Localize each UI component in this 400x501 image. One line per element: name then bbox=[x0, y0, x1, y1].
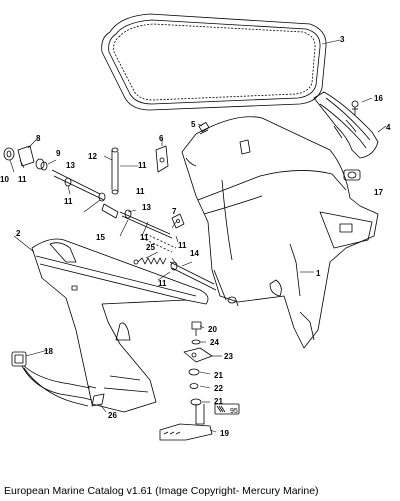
callout-18: 18 bbox=[44, 347, 53, 356]
callout-24: 24 bbox=[210, 338, 219, 347]
callout-5: 5 bbox=[191, 120, 196, 129]
upper-cowl-part bbox=[181, 116, 379, 349]
image-caption: European Marine Catalog v1.61 (Image Cop… bbox=[4, 485, 319, 497]
callout-15: 15 bbox=[96, 233, 105, 242]
screw-5-part bbox=[198, 122, 210, 135]
callout-16: 16 bbox=[374, 94, 383, 103]
callout-labels: 1 2 3 4 5 6 7 8 9 10 11 11 11 11 11 11 1… bbox=[0, 35, 391, 438]
callout-21: 21 bbox=[214, 397, 223, 406]
callout-12: 12 bbox=[88, 152, 97, 161]
callout-25: 25 bbox=[146, 243, 155, 252]
callout-19: 19 bbox=[220, 429, 229, 438]
callout-13: 13 bbox=[66, 161, 75, 170]
callout-14: 14 bbox=[190, 249, 199, 258]
callout-20: 20 bbox=[208, 325, 217, 334]
latch-plate-6-part bbox=[155, 145, 169, 173]
clip-7-part bbox=[171, 213, 185, 229]
spring-25-part bbox=[133, 233, 177, 265]
callout-11: 11 bbox=[136, 187, 145, 196]
callout-17: 17 bbox=[374, 188, 383, 197]
rod-14-part bbox=[169, 261, 217, 291]
lever-19-part bbox=[159, 403, 240, 441]
callout-10: 10 bbox=[0, 175, 9, 184]
callout-11: 11 bbox=[158, 279, 167, 288]
harness-18-part bbox=[11, 351, 97, 407]
callout-11: 11 bbox=[64, 197, 73, 206]
exploded-parts-diagram: 1 2 3 4 5 6 7 8 9 10 11 11 11 11 11 11 1… bbox=[0, 13, 391, 441]
bracket-26-part bbox=[91, 393, 105, 407]
callout-4: 4 bbox=[386, 123, 391, 132]
callout-23: 23 bbox=[224, 352, 233, 361]
rod-12-part bbox=[111, 147, 119, 195]
callout-21: 21 bbox=[214, 371, 223, 380]
lower-cowl-part bbox=[31, 238, 209, 413]
clip-set-part bbox=[64, 177, 132, 219]
callout-3: 3 bbox=[340, 35, 345, 44]
callout-1: 1 bbox=[316, 269, 321, 278]
callout-95: 95 bbox=[230, 408, 238, 415]
grommet-17-part bbox=[343, 169, 361, 181]
callout-26: 26 bbox=[108, 411, 117, 420]
rod-13-part bbox=[51, 169, 173, 239]
cowl-seal-part bbox=[101, 13, 327, 111]
rear-handle-part bbox=[313, 91, 379, 159]
callout-7: 7 bbox=[172, 207, 177, 216]
fastener-stack-part bbox=[183, 321, 213, 406]
callout-11: 11 bbox=[18, 175, 27, 184]
callout-11: 11 bbox=[140, 233, 149, 242]
screw-16-part bbox=[351, 100, 359, 115]
bushing-set-part bbox=[3, 145, 48, 171]
callout-8: 8 bbox=[36, 134, 41, 143]
leader-lines bbox=[9, 39, 387, 433]
callout-22: 22 bbox=[214, 384, 223, 393]
callout-9: 9 bbox=[56, 149, 61, 158]
callout-2: 2 bbox=[16, 229, 21, 238]
callout-13: 13 bbox=[142, 203, 151, 212]
callout-6: 6 bbox=[159, 134, 164, 143]
callout-11: 11 bbox=[138, 161, 147, 170]
callout-11: 11 bbox=[178, 241, 187, 250]
